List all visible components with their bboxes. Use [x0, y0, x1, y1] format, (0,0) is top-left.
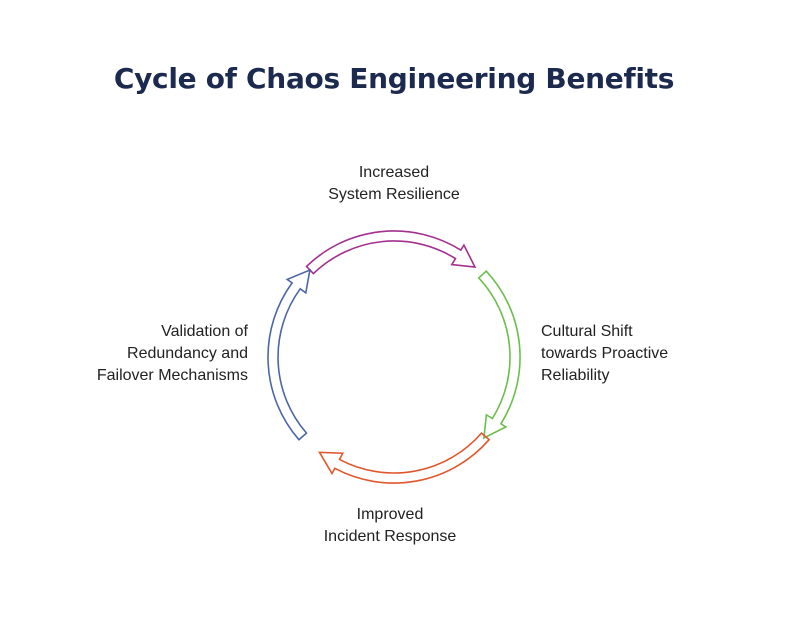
- stage-label-line: Improved: [356, 506, 424, 523]
- cycle-arrow-right: [477, 269, 521, 440]
- stage-label-validation-redundancy: Validation of Redundancy and Failover Me…: [48, 321, 248, 387]
- stage-label-incident-response: Improved Incident Response: [290, 504, 490, 548]
- stage-label-line: Validation of: [161, 323, 248, 340]
- stage-label-line: Redundancy and: [127, 345, 248, 362]
- stage-label-line: Failover Mechanisms: [96, 367, 248, 384]
- cycle-arrow-top: [305, 230, 477, 275]
- stage-label-line: System Resilience: [328, 186, 460, 203]
- stage-label-increased-resilience: Increased System Resilience: [294, 162, 494, 206]
- stage-label-line: Increased: [358, 164, 430, 181]
- stage-label-line: Reliability: [541, 367, 610, 384]
- cycle-arrow-bottom: [318, 431, 491, 484]
- stage-label-line: towards Proactive: [541, 345, 669, 362]
- cycle-arrow-left: [267, 268, 311, 441]
- stage-label-line: Incident Response: [323, 528, 457, 545]
- diagram-title: Cycle of Chaos Engineering Benefits: [113, 62, 675, 95]
- stage-label-line: Cultural Shift: [541, 323, 633, 340]
- stage-label-cultural-shift: Cultural Shift towards Proactive Reliabi…: [541, 321, 741, 387]
